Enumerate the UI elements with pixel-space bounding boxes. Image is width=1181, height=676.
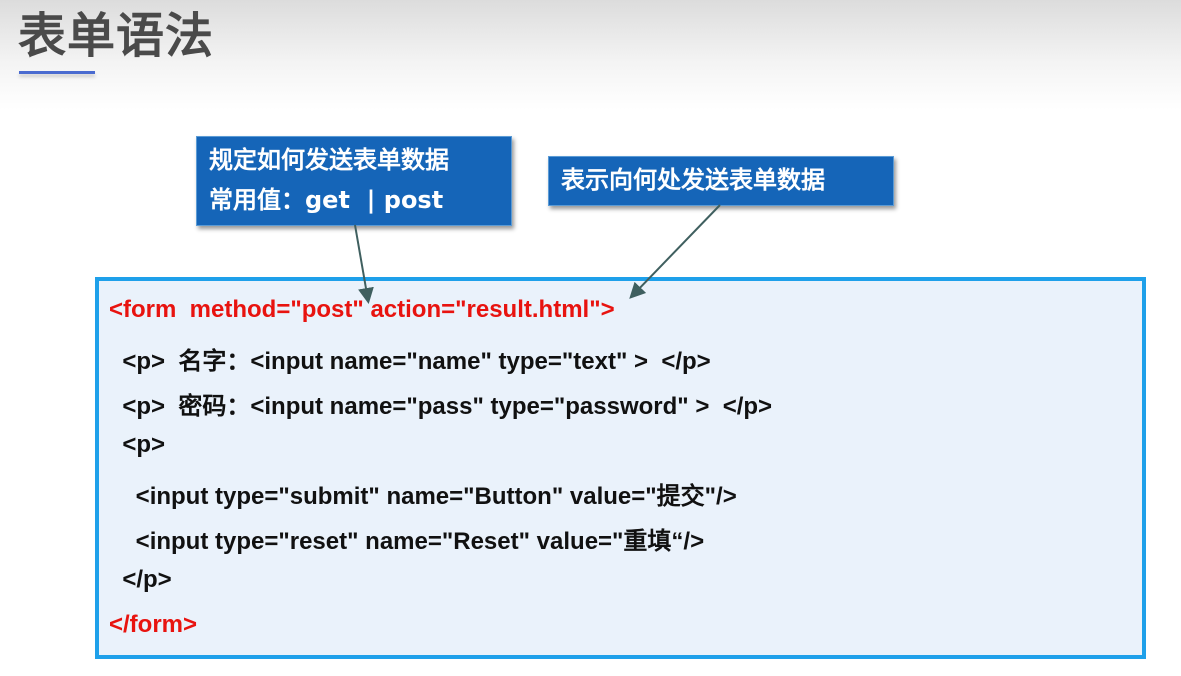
slide-title: 表单语法 <box>18 8 215 64</box>
code-line: <input type="reset" name="Reset" value="… <box>109 528 705 555</box>
callout-method-line2: 常用值：get | post <box>209 186 444 214</box>
callout-method: 规定如何发送表单数据 常用值：get | post <box>196 136 512 226</box>
code-line: <input type="submit" name="Button" value… <box>109 483 737 510</box>
code-box <box>95 277 1146 659</box>
arrow-method <box>354 224 374 304</box>
arrow-action <box>629 204 721 299</box>
code-line: </p> <box>109 566 172 593</box>
title-underline <box>19 71 95 74</box>
code-line-form-close: </form> <box>109 611 198 638</box>
code-line: <p> <box>109 431 166 458</box>
code-line: <p> 名字：<input name="name" type="text" > … <box>109 348 711 375</box>
callout-action: 表示向何处发送表单数据 <box>548 156 894 206</box>
code-line-form-open: <form method="post" action="result.html"… <box>109 296 615 323</box>
code-line: <p> 密码：<input name="pass" type="password… <box>109 393 773 420</box>
callout-method-line1: 规定如何发送表单数据 <box>209 146 449 174</box>
